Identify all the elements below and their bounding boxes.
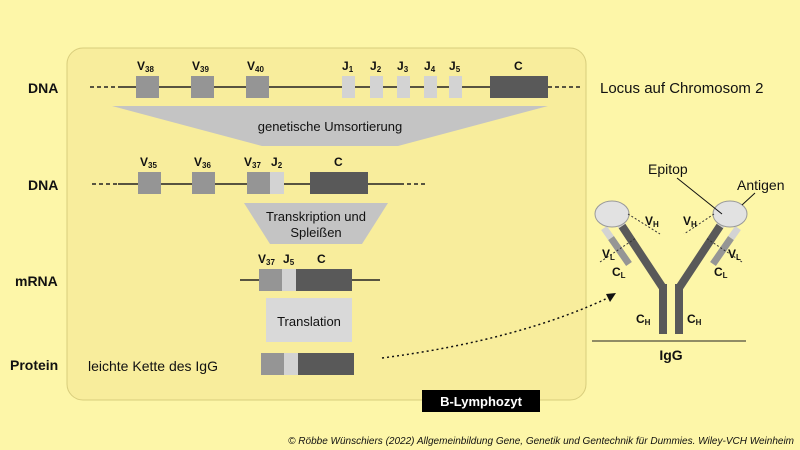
translation-label: Translation	[277, 314, 341, 329]
translation-box	[266, 298, 352, 342]
label-ch-left: CH	[636, 312, 651, 327]
light-chain-left-v	[601, 225, 614, 241]
heavy-chain-arm-left	[618, 223, 667, 291]
row-label-dna-2: DNA	[28, 177, 58, 193]
row-label-mrna: mRNA	[15, 273, 58, 289]
label-j2: J2	[370, 59, 382, 74]
label-j2-rearranged: J2	[271, 155, 283, 170]
segment-c-1	[490, 76, 548, 98]
segment-j2-rearranged	[270, 172, 284, 194]
label-j3: J3	[397, 59, 409, 74]
antigen-left	[594, 200, 630, 228]
antigen-right	[712, 200, 748, 228]
mrna-segment-c	[296, 269, 352, 291]
row-label-protein: Protein	[10, 357, 58, 373]
transcription-funnel	[244, 203, 388, 244]
igg-label: IgG	[659, 347, 682, 363]
light-chain-right-c	[710, 236, 734, 266]
label-vl-right: VL	[728, 247, 741, 262]
label-cl-left: CL	[612, 265, 626, 280]
mrna-segment-v37	[259, 269, 282, 291]
light-chain-right-v	[728, 225, 741, 241]
igg-antibody	[592, 200, 748, 342]
row-label-dna-1: DNA	[28, 80, 58, 96]
antigen-pointer	[741, 192, 756, 206]
label-v39: V39	[192, 59, 209, 74]
segment-v37	[247, 172, 270, 194]
rearrangement-funnel	[112, 106, 548, 146]
protein-segment-j	[284, 353, 298, 375]
segment-j4	[424, 76, 437, 98]
label-v35: V35	[140, 155, 157, 170]
protein-segment-c	[298, 353, 354, 375]
antigen-label: Antigen	[737, 177, 784, 193]
segment-v40	[246, 76, 269, 98]
rearrangement-label: genetische Umsortierung	[258, 119, 403, 134]
protein-segment-v	[261, 353, 284, 375]
segment-j1	[342, 76, 355, 98]
light-chain-left-c	[608, 236, 632, 266]
transcription-label-line2: Spleißen	[290, 225, 341, 240]
domain-divider-right	[705, 237, 743, 263]
locus-label: Locus auf Chromosom 2	[600, 80, 763, 97]
label-c-1: C	[514, 59, 523, 73]
domain-divider-left	[599, 237, 637, 263]
mrna-label-j5: J5	[283, 252, 295, 267]
label-vl-left: VL	[602, 247, 615, 262]
mrna-label-v37: V37	[258, 252, 275, 267]
heavy-chain-stem-left	[659, 284, 667, 334]
cell-label-box	[422, 390, 540, 412]
label-cl-right: CL	[714, 265, 728, 280]
segment-v38	[136, 76, 159, 98]
label-j5: J5	[449, 59, 461, 74]
segment-v36	[192, 172, 215, 194]
cell-label: B-Lymphozyt	[440, 394, 523, 409]
heavy-chain-arm-right	[675, 223, 724, 291]
segment-j5	[449, 76, 462, 98]
label-j4: J4	[424, 59, 436, 74]
label-v38: V38	[137, 59, 154, 74]
label-c-2: C	[334, 155, 343, 169]
label-v36: V36	[194, 155, 211, 170]
segment-j2	[370, 76, 383, 98]
transcription-label-line1: Transkription und	[266, 209, 366, 224]
segment-v39	[191, 76, 214, 98]
label-v37: V37	[244, 155, 261, 170]
mrna-label-c: C	[317, 252, 326, 266]
label-vh-right: VH	[683, 214, 697, 229]
segment-j3	[397, 76, 410, 98]
label-j1: J1	[342, 59, 354, 74]
label-v40: V40	[247, 59, 264, 74]
label-ch-right: CH	[687, 312, 702, 327]
arrow-head	[606, 293, 616, 302]
epitop-label: Epitop	[648, 161, 688, 177]
mrna-segment-j5	[282, 269, 296, 291]
copyright-text: © Röbbe Wünschiers (2022) Allgemeinbildu…	[288, 436, 794, 447]
segment-c-2	[310, 172, 368, 194]
segment-v35	[138, 172, 161, 194]
epitop-pointer	[676, 177, 723, 215]
label-vh-left: VH	[645, 214, 659, 229]
heavy-chain-stem-right	[675, 284, 683, 334]
protein-description: leichte Kette des IgG	[88, 358, 218, 374]
